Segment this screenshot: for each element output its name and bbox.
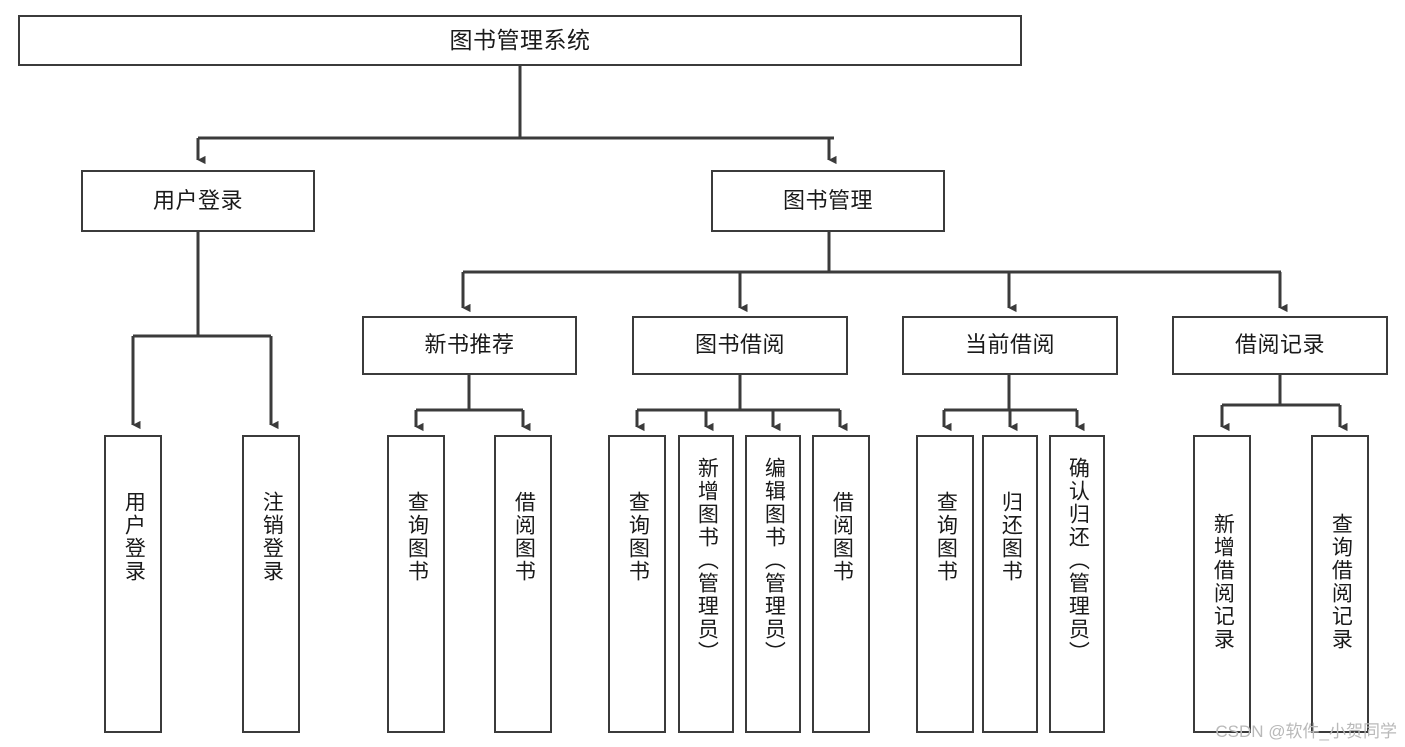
node-leaf-query-book-2[interactable]: 查询图书 [608, 435, 666, 733]
node-leaf-borrow-book-2[interactable]: 借阅图书 [812, 435, 870, 733]
node-label: 新增图书（管理员） [695, 457, 719, 664]
node-new-book-recommend[interactable]: 新书推荐 [362, 316, 577, 375]
node-label: 借阅图书 [512, 491, 536, 583]
node-leaf-borrow-book-1[interactable]: 借阅图书 [494, 435, 552, 733]
node-leaf-add-book[interactable]: 新增图书（管理员） [678, 435, 734, 733]
node-current-borrow[interactable]: 当前借阅 [902, 316, 1118, 375]
node-book-borrow[interactable]: 图书借阅 [632, 316, 848, 375]
node-label: 用户登录 [152, 187, 243, 213]
node-label: 查询图书 [934, 491, 958, 583]
node-leaf-query-book-3[interactable]: 查询图书 [916, 435, 974, 733]
node-leaf-confirm-return[interactable]: 确认归还（管理员） [1049, 435, 1105, 733]
node-label: 新书推荐 [424, 332, 515, 358]
csdn-watermark: CSDN @软件_小贺同学 [1215, 722, 1397, 741]
node-root-book-management-system[interactable]: 图书管理系统 [18, 15, 1022, 66]
node-label: 归还图书 [999, 491, 1023, 583]
node-leaf-return-book[interactable]: 归还图书 [982, 435, 1038, 733]
node-label: 查询图书 [626, 491, 650, 583]
node-leaf-edit-book[interactable]: 编辑图书（管理员） [745, 435, 801, 733]
node-label: 编辑图书（管理员） [762, 457, 786, 664]
node-label: 借阅记录 [1234, 332, 1325, 358]
node-leaf-query-book-1[interactable]: 查询图书 [387, 435, 445, 733]
node-leaf-query-record[interactable]: 查询借阅记录 [1311, 435, 1369, 733]
node-leaf-user-login[interactable]: 用户登录 [104, 435, 162, 733]
node-label: 图书管理系统 [449, 26, 591, 53]
node-book-management[interactable]: 图书管理 [711, 170, 945, 232]
node-label: 查询借阅记录 [1329, 513, 1353, 651]
node-label: 确认归还（管理员） [1066, 457, 1090, 664]
node-label: 借阅图书 [830, 491, 854, 583]
node-label: 注销登录 [260, 491, 284, 583]
node-label: 图书管理 [782, 187, 873, 213]
node-leaf-add-record[interactable]: 新增借阅记录 [1193, 435, 1251, 733]
node-label: 图书借阅 [694, 332, 785, 358]
node-label: 当前借阅 [964, 332, 1055, 358]
node-leaf-logout-login[interactable]: 注销登录 [242, 435, 300, 733]
node-label: 用户登录 [122, 491, 146, 583]
node-label: 查询图书 [405, 491, 429, 583]
node-label: 新增借阅记录 [1211, 513, 1235, 651]
node-borrow-record[interactable]: 借阅记录 [1172, 316, 1388, 375]
node-user-login[interactable]: 用户登录 [81, 170, 315, 232]
